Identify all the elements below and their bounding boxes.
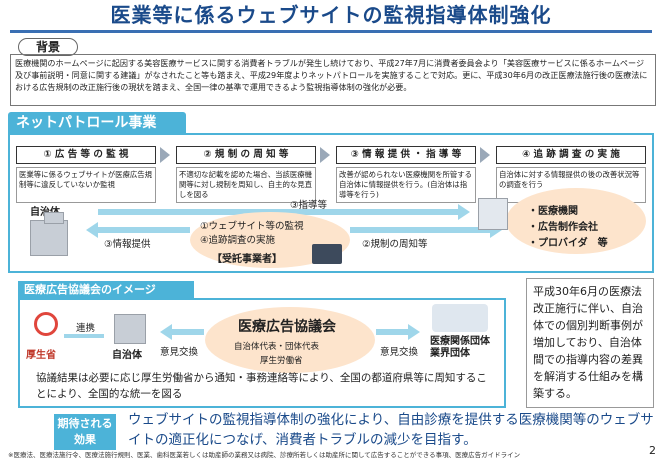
council-sub1: 自治体代表・団体代表 — [234, 342, 320, 352]
council-section-tab: 医療広告協議会のイメージ — [18, 281, 194, 299]
notice-label: ②規制の周知等 — [362, 239, 428, 250]
step-1-body: 医業等に係るウェブサイトが医療広告規制等に違反していないか監視 — [16, 167, 156, 203]
step-1-head: ① 広 告 等 の 監 視 — [16, 146, 156, 164]
group-people-icon — [432, 304, 488, 332]
step-2: ② 規 制 の 周 知 等 不適切な記載を認めた場合、当該医療機関等に対し規制を… — [176, 146, 316, 203]
exchange-right-arrowhead — [408, 324, 420, 340]
council-jichitai-label: 自治体 — [112, 350, 142, 361]
mhlw-label: 厚生省 — [26, 350, 56, 361]
page-title: 医業等に係るウェブサイトの監視指導体制強化 — [110, 3, 552, 27]
hospital-icon — [478, 198, 508, 230]
council-sub2: 厚生労働省 — [260, 356, 303, 366]
council-title: 医療広告協議会 — [238, 319, 336, 335]
monitor-label: ①ウェブサイト等の監視 — [200, 221, 304, 232]
exchange-right-label: 意見交換 — [380, 347, 419, 358]
council-jichitai-building-icon — [114, 314, 146, 344]
exchange-left-arrow — [172, 329, 204, 335]
exchange-left-label: 意見交換 — [160, 347, 199, 358]
council-result-text: 協議結果は必要に応じ厚生労働省から通知・事務連絡等により、全国の都道府県等に周知… — [36, 372, 487, 400]
step-3: ③ 情 報 提 供 ・ 指 導 等 改善が認められない医療機関を所管する自治体に… — [336, 146, 476, 203]
tracking-label: ④追跡調査の実施 — [200, 235, 276, 246]
groups-label: 医療関係団体 業界団体 — [430, 336, 490, 359]
info-arrow — [98, 227, 190, 233]
footnote: ※医療法、医療法施行令、医療法施行規則、医業、歯科医業若しくは助産師の業務又は病… — [8, 451, 521, 459]
step-3-body: 改善が認められない医療機関を所管する自治体に情報提供を行う。(自治体は指導等を行… — [336, 167, 476, 203]
targets-ellipse — [506, 188, 646, 254]
mhlw-logo-icon — [34, 312, 58, 336]
step-arrow-3 — [480, 147, 490, 163]
council-section-box — [18, 298, 506, 408]
government-building-icon — [30, 220, 68, 256]
step-arrow-2 — [320, 147, 330, 163]
target-2: ・広告制作会社 — [528, 222, 598, 233]
renkei-arrow — [64, 334, 104, 338]
computer-icon — [312, 244, 342, 264]
exchange-right-arrow — [376, 329, 408, 335]
council-ellipse — [205, 307, 375, 373]
renkei-label: 連携 — [76, 323, 96, 334]
step-2-body: 不適切な記載を認めた場合、当該医療機関等に対し規制を周知し、自主的な見直しを図る — [176, 167, 316, 203]
side-note: 平成30年6月の医療法改正施行に伴い、自治体での個別判断事例が増加しており、自治… — [526, 278, 654, 408]
step-1: ① 広 告 等 の 監 視 医業等に係るウェブサイトが医療広告規制等に違反してい… — [16, 146, 156, 203]
patrol-section-tab: ネットパトロール事業 — [8, 112, 186, 134]
effect-text: ウェブサイトの監視指導体制の強化により、自由診療を提供する医療機関等のウェブサイ… — [128, 412, 654, 448]
info-arrowhead — [86, 222, 98, 238]
info-label: ③情報提供 — [104, 239, 151, 250]
target-3: ・プロバイダ 等 — [528, 238, 608, 249]
background-label: 背景 — [18, 38, 78, 56]
building-roof-icon — [44, 212, 64, 224]
step-4-head: ④ 追 跡 調 査 の 実 施 — [496, 146, 646, 164]
guidance-arrowhead — [458, 204, 470, 220]
step-arrow-1 — [160, 147, 170, 163]
contractor-label: 【受託事業者】 — [212, 254, 282, 265]
page-number: 2 — [649, 444, 656, 457]
patrol-section-box — [8, 133, 654, 273]
notice-arrow — [350, 227, 490, 233]
step-2-head: ② 規 制 の 周 知 等 — [176, 146, 316, 164]
step-3-head: ③ 情 報 提 供 ・ 指 導 等 — [336, 146, 476, 164]
target-1: ・医療機関 — [528, 206, 578, 217]
guidance-label: ③指導等 — [290, 200, 328, 211]
exchange-left-arrowhead — [160, 324, 172, 340]
effect-label: 期待される効果 — [54, 414, 116, 450]
background-text: 医療機関のホームページに起因する美容医療サービスに関する消費者トラブルが発生し続… — [10, 54, 656, 106]
title-underline — [10, 30, 652, 33]
